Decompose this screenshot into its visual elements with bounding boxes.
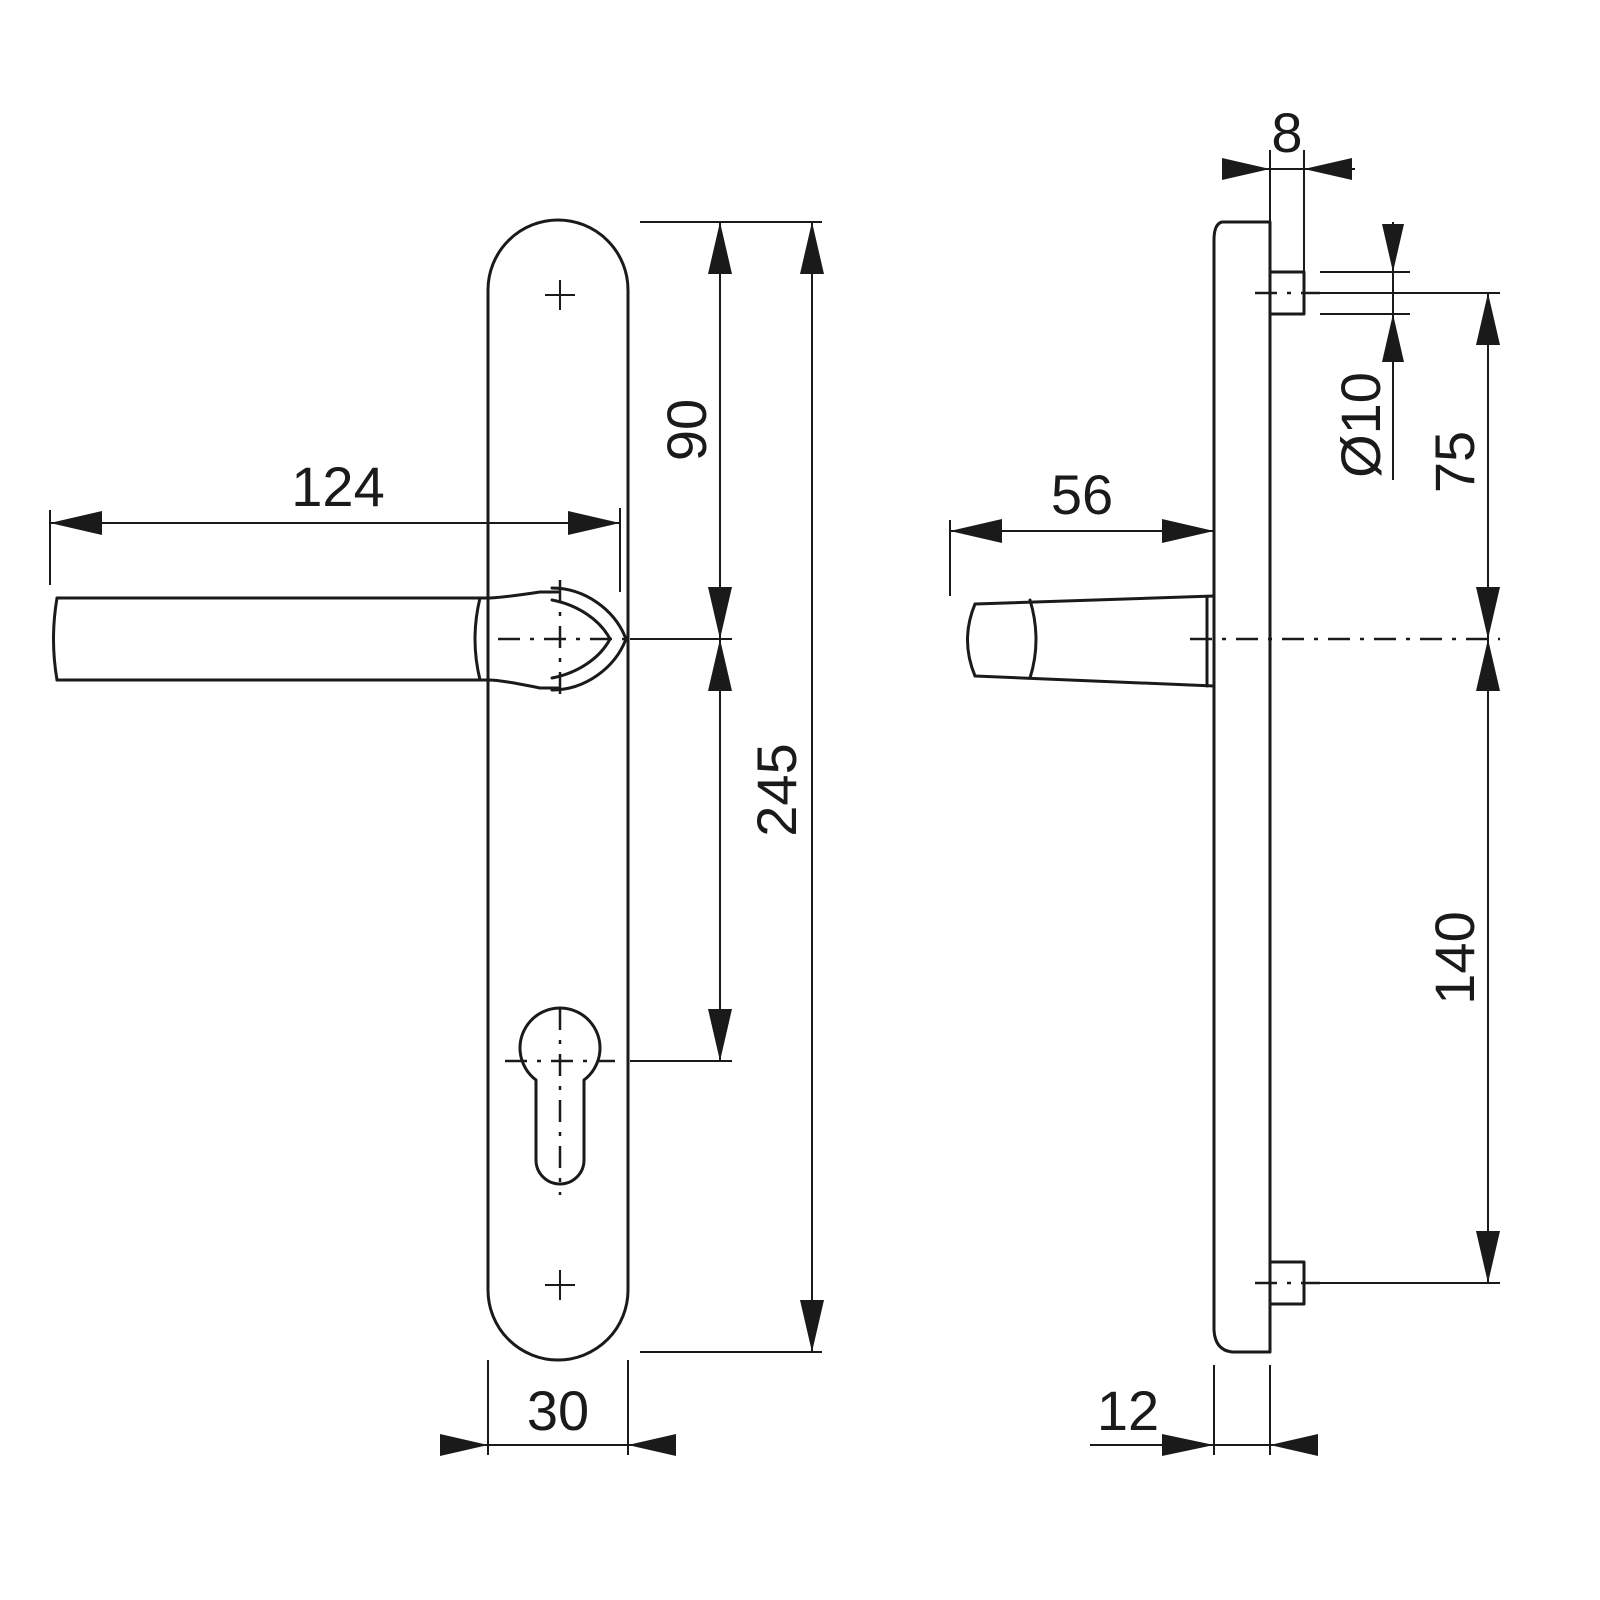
dim-90-label: 90 bbox=[655, 399, 718, 461]
dim-30-label: 30 bbox=[527, 1379, 589, 1442]
dim-12: 12 bbox=[1090, 1379, 1318, 1456]
backplate-outline bbox=[486, 218, 630, 1362]
dim-diameter-10: Ø10 bbox=[1329, 222, 1404, 480]
dim-56-label: 56 bbox=[1051, 463, 1113, 526]
dim-12-label: 12 bbox=[1097, 1379, 1159, 1442]
side-view: 8 Ø10 75 140 56 bbox=[949, 101, 1500, 1456]
dim-56: 56 bbox=[950, 463, 1214, 543]
dim-140-label: 140 bbox=[1423, 911, 1486, 1004]
lever-handle bbox=[52, 586, 628, 692]
dim-245-label: 245 bbox=[745, 743, 808, 836]
dim-spindle-cylinder-lower bbox=[708, 639, 732, 1061]
plate-profile bbox=[1212, 220, 1272, 1354]
dim-90: 90 bbox=[655, 222, 732, 639]
dim-8: 8 bbox=[1222, 101, 1355, 180]
dim-245: 245 bbox=[745, 222, 824, 1352]
dim-diameter-10-label: Ø10 bbox=[1329, 372, 1392, 478]
dim-8-label: 8 bbox=[1271, 101, 1302, 164]
dim-124-label: 124 bbox=[291, 455, 384, 518]
dim-140: 140 bbox=[1423, 639, 1500, 1283]
cylinder-cutout bbox=[518, 1006, 602, 1186]
front-view: 124 90 245 30 bbox=[49, 218, 824, 1456]
handle-side bbox=[966, 594, 1216, 688]
dim-75: 75 bbox=[1423, 293, 1500, 639]
dim-124: 124 bbox=[50, 455, 620, 535]
dim-30: 30 bbox=[440, 1379, 676, 1456]
bottom-screw-mark bbox=[545, 1270, 575, 1300]
top-screw-mark bbox=[545, 280, 575, 310]
dim-75-label: 75 bbox=[1423, 431, 1486, 493]
